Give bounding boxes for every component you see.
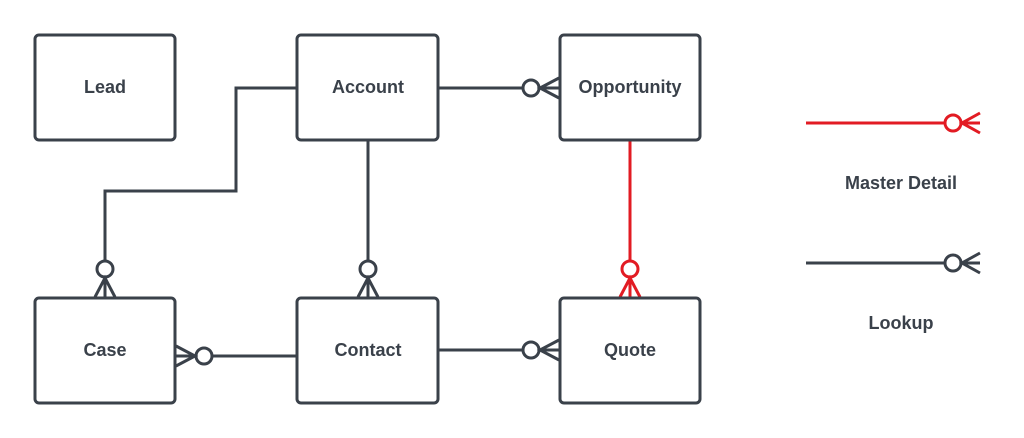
account-opportunity-optional-circle — [521, 78, 541, 98]
legend: Master Detail Lookup — [806, 111, 981, 333]
entity-account[interactable]: Account — [295, 33, 440, 142]
entity-quote[interactable]: Quote — [558, 296, 702, 405]
entity-case[interactable]: Case — [33, 296, 177, 405]
entity-case-label: Case — [83, 340, 126, 360]
legend-master-detail: Master Detail — [806, 111, 981, 193]
legend-lookup-label: Lookup — [869, 313, 934, 333]
entity-account-label: Account — [332, 77, 404, 97]
account-case-line — [103, 86, 297, 261]
entity-quote-label: Quote — [604, 340, 656, 360]
entity-contact[interactable]: Contact — [295, 296, 440, 405]
account-contact-optional-circle — [358, 259, 378, 279]
account-case-optional-circle — [95, 259, 115, 279]
entity-contact-label: Contact — [335, 340, 402, 360]
legend-master-detail-circle — [943, 113, 963, 133]
opportunity-quote-optional-circle — [620, 259, 640, 279]
legend-lookup: Lookup — [806, 251, 981, 333]
contact-quote-optional-circle — [521, 340, 541, 360]
entity-opportunity-label: Opportunity — [579, 77, 682, 97]
entity-lead-label: Lead — [84, 77, 126, 97]
entity-opportunity[interactable]: Opportunity — [558, 33, 702, 142]
entity-lead[interactable]: Lead — [33, 33, 177, 142]
legend-lookup-circle — [943, 253, 963, 273]
contact-case-optional-circle — [194, 346, 214, 366]
legend-master-detail-label: Master Detail — [845, 173, 957, 193]
